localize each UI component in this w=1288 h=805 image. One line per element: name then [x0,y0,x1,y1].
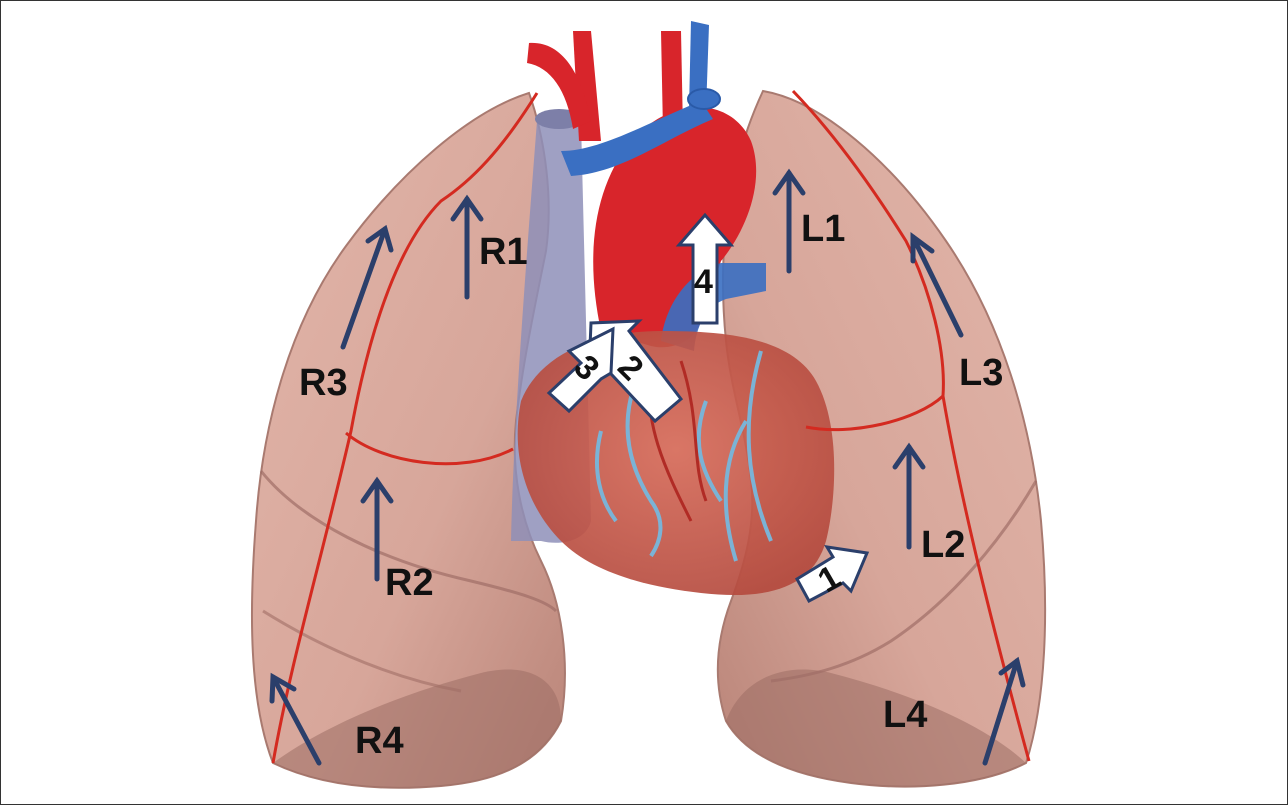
heart-body [518,331,835,595]
label-l2: L2 [921,524,965,566]
vein-opening [688,89,720,109]
label-r1: R1 [479,231,528,273]
label-l3: L3 [959,352,1003,394]
label-l1: L1 [801,208,845,250]
label-l4: L4 [883,694,927,736]
label-r2: R2 [385,562,434,604]
label-r3: R3 [299,362,348,404]
label-r4: R4 [355,720,404,762]
heart-label-4: 4 [694,263,713,301]
heart [518,331,835,595]
